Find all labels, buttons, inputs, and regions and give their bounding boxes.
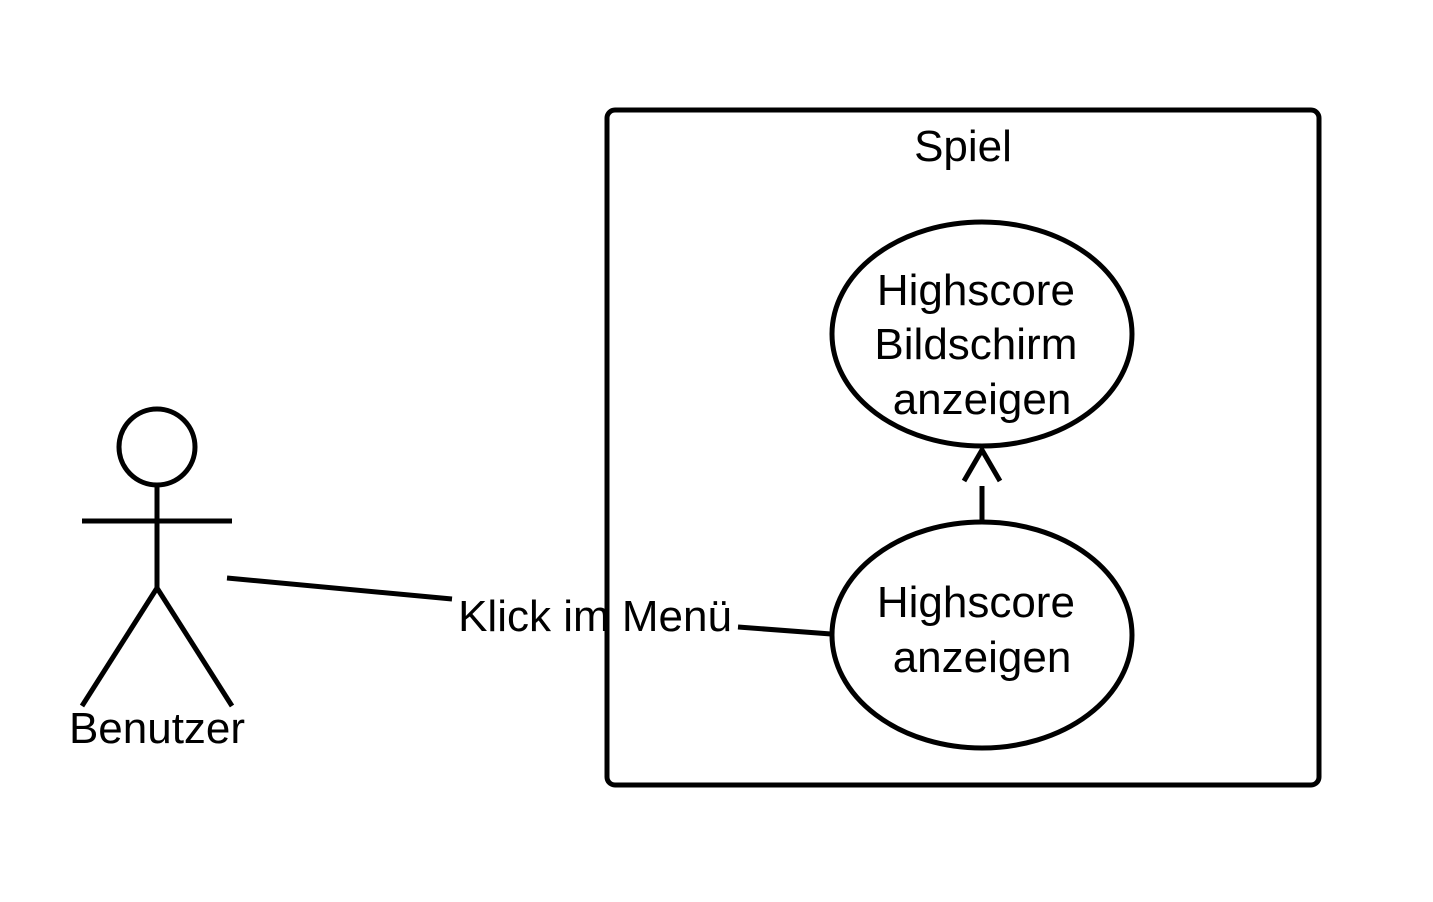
use-case-highscore-screen-line-2: Bildschirm [874,320,1077,369]
system-title: Spiel [914,122,1012,171]
use-case-highscore-line-2: anzeigen [893,633,1072,682]
actor-left-leg [79,586,160,708]
system-boundary [604,107,1322,788]
association-line-left [226,575,453,602]
association-line-right [737,624,832,637]
use-case-highscore-screen-line-3: anzeigen [893,375,1072,424]
use-case-highscore-screen-label: Highscore Bildschirm anzeigen [874,266,1089,424]
actor-label: Benutzer [69,704,245,753]
actor-head [116,406,198,488]
use-case-highscore-label: Highscore anzeigen [877,578,1087,682]
use-case-highscore-screen-line-1: Highscore [877,266,1075,315]
actor-right-leg [154,586,235,708]
dependency-arrowhead [961,447,1003,483]
use-case-highscore-screen [829,219,1135,449]
actor-benutzer [79,406,235,708]
association-label: Klick im Menü [458,592,732,641]
use-case-highscore-line-1: Highscore [877,578,1075,627]
